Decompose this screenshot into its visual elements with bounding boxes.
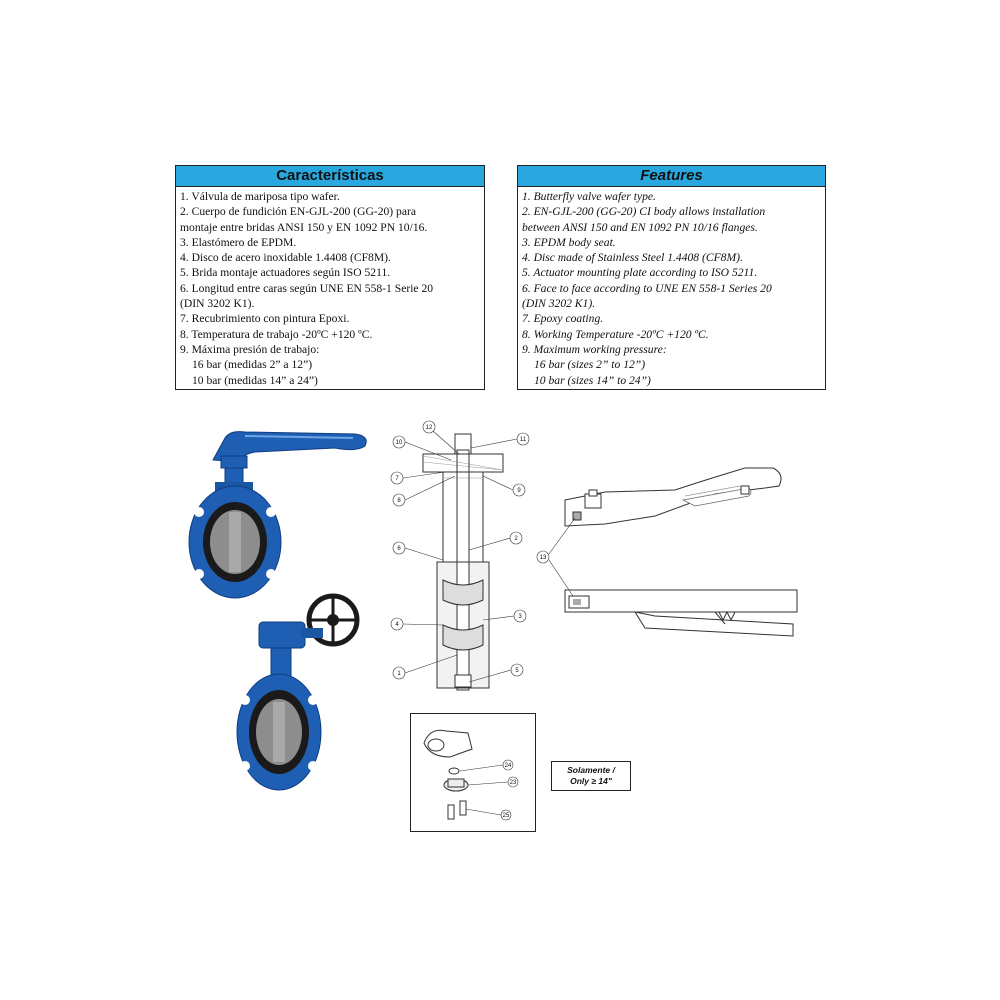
callout-label: 25 (503, 813, 510, 819)
feature-item: 3. EPDM body seat. (522, 235, 616, 249)
feature-item: 2. EN-GJL-200 (GG-20) CI body allows ins… (522, 205, 766, 219)
size-note-line2: Only ≥ 14" (570, 776, 612, 786)
callout-label: 12 (426, 425, 433, 431)
feature-item: (DIN 3202 K1). (522, 297, 596, 311)
callout-label: 5 (515, 668, 519, 674)
valve-lever-photo (188, 431, 367, 599)
callout-label: 7 (395, 476, 399, 482)
feature-item: 8. Working Temperature -20ºC +120 ºC. (522, 327, 709, 341)
handle-drawing: 13 (536, 467, 798, 637)
callout-label: 23 (510, 780, 517, 786)
feature-item: 8. Temperatura de trabajo -20ºC +120 ºC. (180, 327, 373, 341)
feature-item: 4. Disc made of Stainless Steel 1.4408 (… (522, 251, 743, 265)
feature-item: 4. Disco de acero inoxidable 1.4408 (CF8… (180, 251, 391, 265)
feature-item: 2. Cuerpo de fundición EN-GJL-200 (GG-20… (180, 205, 416, 219)
feature-item: 3. Elastómero de EPDM. (180, 235, 297, 249)
feature-item: 16 bar (medidas 2” a 12”) (192, 358, 313, 372)
feature-item: 9. Maximum working pressure: (522, 342, 667, 356)
callout-label: 24 (505, 763, 512, 769)
feature-item: montaje entre bridas ANSI 150 y EN 1092 … (180, 220, 428, 234)
callout-label: 6 (397, 546, 401, 552)
feature-item: 7. Recubrimiento con pintura Epoxi. (180, 312, 350, 326)
callout-label: 3 (518, 614, 522, 620)
feature-item: 1. Butterfly valve wafer type. (522, 190, 656, 203)
detail-inset: 24 23 25 (410, 713, 536, 832)
features-title-es: Características (176, 166, 484, 187)
callout-label: 8 (397, 498, 401, 504)
callout-label: 10 (396, 440, 403, 446)
valve-section-drawing: 10 12 11 7 8 9 6 2 4 3 1 5 (390, 420, 530, 691)
feature-item: 5. Brida montaje actuadores según ISO 52… (180, 266, 391, 280)
features-box-es: Características 1. Válvula de mariposa t… (175, 165, 485, 390)
callout-label: 13 (540, 555, 547, 561)
callout-label: 11 (520, 437, 527, 443)
feature-item: 5. Actuator mounting plate according to … (522, 266, 758, 280)
feature-item: 16 bar (sizes 2” to 12”) (534, 358, 646, 372)
callout-label: 1 (397, 671, 401, 677)
callout-label: 2 (514, 536, 518, 542)
callout-label: 9 (517, 488, 521, 494)
feature-item: 10 bar (medidas 14” a 24”) (192, 373, 318, 387)
callout-label: 4 (395, 622, 399, 628)
feature-item: 6. Longitud entre caras según UNE EN 558… (180, 281, 434, 295)
size-note: Solamente / Only ≥ 14" (551, 761, 631, 791)
features-list-en: 1. Butterfly valve wafer type. 2. EN-GJL… (518, 187, 825, 388)
features-box-en: Features 1. Butterfly valve wafer type. … (517, 165, 826, 390)
features-list-es: 1. Válvula de mariposa tipo wafer. 2. Cu… (176, 187, 484, 388)
feature-item: 9. Máxima presión de trabajo: (180, 342, 320, 356)
feature-item: 10 bar (sizes 14” to 24”) (534, 373, 651, 387)
feature-item: (DIN 3202 K1). (180, 297, 255, 311)
feature-item: 1. Válvula de mariposa tipo wafer. (180, 190, 340, 203)
feature-item: between ANSI 150 and EN 1092 PN 10/16 fl… (522, 220, 758, 234)
size-note-line1: Solamente / (567, 765, 615, 775)
valve-gear-photo (236, 593, 360, 791)
feature-item: 7. Epoxy coating. (522, 312, 604, 326)
feature-item: 6. Face to face according to UNE EN 558-… (522, 281, 772, 295)
features-title-en: Features (518, 166, 825, 187)
